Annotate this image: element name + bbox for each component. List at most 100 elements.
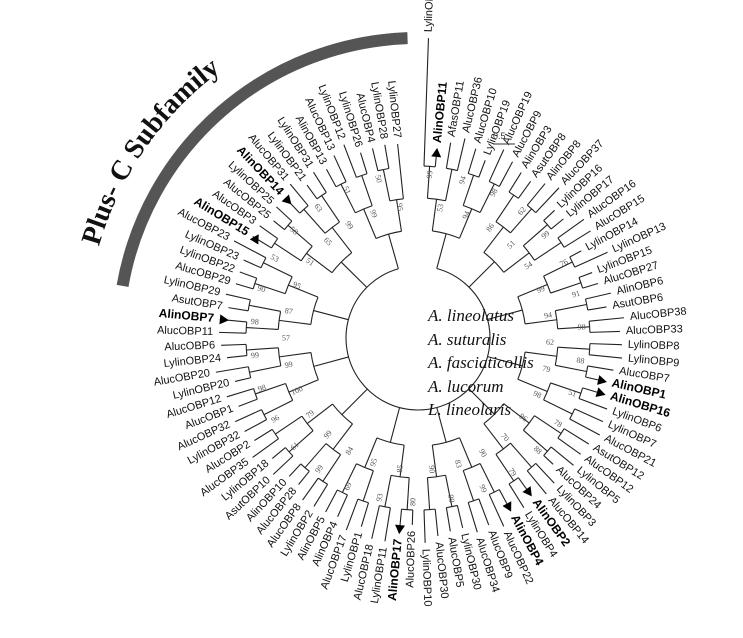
internal-arc: [468, 498, 480, 504]
bootstrap-value: 99: [322, 428, 334, 440]
leaf-branch: [221, 343, 247, 346]
leaf-branch: [498, 161, 514, 187]
internal-branch: [279, 319, 311, 325]
scale-bar-label: 0.5: [493, 131, 506, 141]
internal-arc: [508, 191, 519, 199]
bootstrap-value: 51: [341, 185, 353, 196]
triangle-marker-icon: [249, 234, 259, 245]
internal-branch: [396, 199, 403, 232]
leaf-branch: [587, 306, 607, 311]
bootstrap-value: 62: [516, 205, 528, 217]
leaf-label: AlucOBP30: [433, 541, 451, 599]
bootstrap-value: 51: [304, 256, 316, 268]
bootstrap-value: 90: [256, 283, 266, 294]
leaf-branch: [271, 447, 286, 459]
leaf-branch: [423, 38, 430, 167]
internal-branch: [406, 477, 410, 510]
leaf-branch: [557, 437, 581, 455]
scale-bar: 0.5: [493, 131, 515, 145]
bootstrap-value: 99: [250, 350, 259, 360]
internal-branch: [458, 208, 473, 239]
bootstrap-value: 54: [522, 259, 534, 271]
leaf-branch: [234, 377, 251, 382]
internal-branch: [555, 364, 587, 373]
bootstrap-value: 51: [505, 238, 517, 250]
internal-branch: [543, 261, 573, 277]
internal-branch: [246, 347, 279, 351]
leaf-label: LylinOBP33: [423, 0, 437, 32]
leaf-branch: [219, 331, 247, 334]
internal-branch: [550, 282, 582, 294]
bootstrap-value: 88: [576, 356, 585, 366]
internal-arc: [483, 251, 505, 273]
internal-branch: [341, 463, 357, 493]
leaf-branch: [233, 240, 267, 259]
internal-branch: [275, 415, 303, 435]
internal-branch: [431, 199, 438, 232]
leaf-branch: [371, 148, 379, 171]
internal-arc: [299, 205, 309, 214]
internal-branch: [313, 356, 349, 367]
internal-arc: [245, 321, 248, 334]
leaf-branch: [252, 438, 279, 458]
leaf-branch: [526, 183, 546, 206]
bootstrap-value: 99: [535, 284, 546, 295]
leaf-branch: [478, 498, 490, 526]
bootstrap-value: 99: [446, 494, 456, 504]
internal-arc: [253, 388, 258, 400]
bootstrap-value: 98: [577, 322, 585, 331]
internal-branch: [279, 352, 312, 358]
internal-branch: [382, 169, 391, 201]
leaf-branch: [456, 138, 466, 171]
bootstrap-value: 98: [250, 317, 259, 327]
leaf-branch: [578, 272, 593, 279]
leaf-branch: [313, 484, 329, 507]
bootstrap-value: 58: [288, 225, 300, 237]
leaf-label: AlucOBP11: [157, 325, 213, 339]
leaf-branch: [384, 144, 390, 169]
internal-arc: [300, 245, 313, 262]
leaf-branch: [543, 209, 555, 221]
internal-arc: [300, 463, 310, 472]
internal-arc: [261, 409, 268, 420]
leaf-branch: [239, 271, 257, 279]
leaf-branch: [587, 365, 614, 371]
leaf-branch: [228, 307, 249, 312]
internal-arc: [356, 173, 368, 178]
internal-arc: [284, 276, 293, 294]
internal-arc: [522, 415, 535, 431]
internal-arc: [483, 403, 505, 425]
internal-branch: [362, 470, 374, 502]
internal-branch: [389, 407, 401, 443]
leaf-branch: [578, 397, 608, 410]
triangle-marker-icon: [219, 314, 229, 325]
leaf-branch: [557, 218, 585, 239]
internal-arc: [337, 489, 348, 496]
bootstrap-value: 53: [269, 252, 280, 264]
internal-branch: [522, 429, 548, 452]
leaf-branch: [526, 470, 547, 495]
leaf-label: LylinOBP8: [628, 339, 680, 353]
internal-branch: [495, 194, 515, 223]
bootstrap-value: 79: [304, 408, 316, 420]
internal-branch: [303, 208, 326, 234]
internal-arc: [317, 477, 328, 485]
leaf-branch: [508, 483, 525, 508]
internal-arc: [252, 278, 258, 290]
bootstrap-value: 99: [425, 170, 435, 179]
tree-branches: [215, 38, 625, 543]
internal-arc: [578, 277, 584, 289]
bootstrap-value: 96: [517, 412, 529, 424]
internal-arc: [285, 383, 294, 401]
bootstrap-value: 78: [552, 417, 564, 429]
bootstrap-value: 86: [484, 222, 496, 234]
internal-branch: [510, 442, 532, 468]
bootstrap-value: 63: [312, 202, 324, 214]
leaf-branch: [259, 225, 278, 240]
leaf-branch: [589, 354, 623, 359]
leaf-branch: [574, 251, 608, 268]
internal-branch: [436, 233, 447, 269]
internal-branch: [388, 233, 399, 269]
leaf-branch: [589, 343, 622, 346]
leaf-branch: [273, 220, 285, 231]
